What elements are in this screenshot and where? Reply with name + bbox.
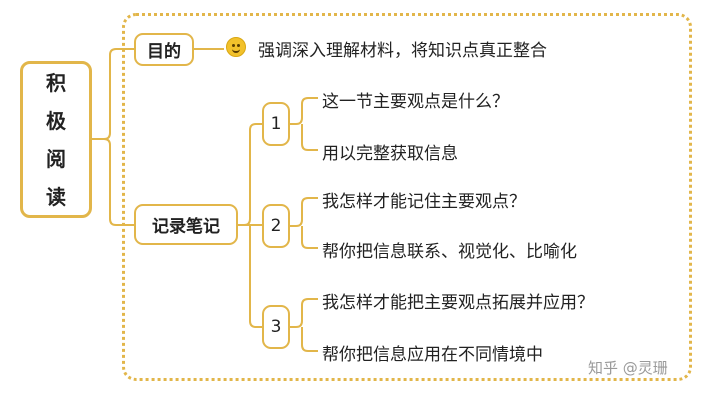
dotted-frame — [122, 13, 692, 381]
goal-text: 强调深入理解材料，将知识点真正整合 — [258, 41, 547, 61]
connector-2b — [301, 226, 318, 249]
group-number: 3 — [270, 317, 282, 337]
goal-label: 目的 — [147, 42, 181, 62]
group-number: 2 — [270, 216, 282, 236]
connector-notes-3 — [249, 225, 262, 328]
connector-3a — [290, 298, 318, 328]
group-number-node: 2 — [262, 204, 290, 248]
leaf-text: 我怎样才能记住主要观点？ — [322, 192, 526, 212]
connector-root-notes — [92, 138, 134, 226]
goal-node: 目的 — [134, 33, 194, 66]
connector-1b — [301, 124, 318, 151]
root-char: 极 — [46, 108, 66, 133]
notes-node: 记录笔记 — [134, 204, 238, 245]
leaf-text: 我怎样才能把主要观点拓展并应用？ — [322, 293, 594, 313]
leaf-text: 这一节主要观点是什么？ — [322, 92, 509, 112]
root-char: 读 — [46, 184, 66, 209]
watermark: 知乎 @灵珊 — [588, 359, 668, 377]
connector-2a — [290, 197, 318, 227]
group-number-node: 3 — [262, 305, 290, 349]
connector-notes-1 — [238, 123, 262, 226]
group-number: 1 — [270, 114, 282, 134]
leaf-text: 帮你把信息应用在不同情境中 — [322, 345, 543, 365]
notes-label: 记录笔记 — [152, 217, 220, 237]
root-char: 阅 — [46, 146, 66, 171]
smiley-icon — [226, 37, 246, 57]
connector-3b — [301, 327, 318, 352]
group-number-node: 1 — [262, 102, 290, 146]
connector-1a — [290, 97, 318, 125]
leaf-text: 帮你把信息联系、视觉化、比喻化 — [322, 242, 577, 262]
root-node: 积 极 阅 读 — [20, 61, 92, 218]
connector-root-goal — [92, 48, 134, 140]
root-char: 积 — [46, 70, 66, 95]
leaf-text: 用以完整获取信息 — [322, 144, 458, 164]
